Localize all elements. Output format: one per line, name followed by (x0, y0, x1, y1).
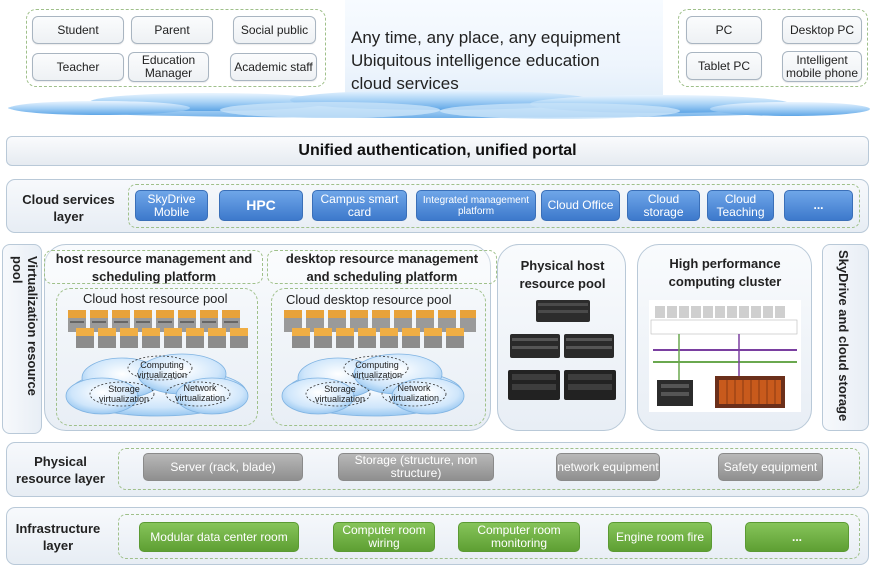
host-virtualization-cloud-icon (65, 353, 249, 417)
physical-network-equipment: network equipment (556, 453, 660, 481)
service-more: ... (784, 190, 853, 221)
service-cloud-teaching: Cloud Teaching (707, 190, 774, 221)
desktop-platform-box (267, 250, 497, 284)
slogan-banner (345, 0, 663, 108)
virtualization-label: Virtualization resource pool (10, 256, 40, 396)
physical-storage: Storage (structure, non structure) (338, 453, 494, 481)
host-server-stack-icon (68, 310, 248, 348)
hpc-cluster-title: High performance computing cluster (668, 256, 782, 289)
desktop-computing-virtualization: Computing virtualization (351, 360, 403, 380)
infra-room-monitoring: Computer room monitoring (458, 522, 580, 552)
service-campus-smart-card: Campus smart card (312, 190, 407, 221)
host-storage-virtualization: Storage virtualization (98, 384, 150, 404)
infra-engine-room-fire: Engine room fire (608, 522, 712, 552)
user-education-manager: Education Manager (128, 52, 209, 82)
infrastructure-label: Infrastructure layer (15, 521, 101, 553)
service-skydrive-mobile: SkyDrive Mobile (135, 190, 208, 221)
skydrive-label: SkyDrive and cloud storage (836, 250, 851, 422)
infrastructure-group (118, 514, 860, 559)
service-cloud-storage: Cloud storage (627, 190, 700, 221)
unified-portal-bar: Unified authentication, unified portal (6, 136, 869, 166)
physical-resource-label: Physical resource layer (16, 454, 105, 486)
cloud-band-icon (8, 90, 870, 119)
desktop-platform-title: desktop resource management and scheduli… (285, 251, 479, 284)
desktop-pool-box (271, 288, 486, 426)
device-mobile-phone: Intelligent mobile phone (782, 51, 862, 82)
device-desktop-pc: Desktop PC (782, 16, 862, 44)
hpc-topology-icon (649, 300, 801, 412)
skydrive-panel (822, 244, 869, 431)
cloud-services-label: Cloud services layer (22, 192, 115, 224)
host-computing-virtualization: Computing virtualization (136, 360, 188, 380)
service-hpc: HPC (219, 190, 303, 221)
physical-host-pool-title: Physical host resource pool (519, 258, 606, 291)
infra-room-wiring: Computer room wiring (333, 522, 435, 552)
physical-safety-equipment: Safety equipment (718, 453, 823, 481)
service-cloud-office: Cloud Office (541, 190, 620, 221)
device-pc: PC (686, 16, 762, 44)
slogan-line-1: Any time, any place, any equipment (351, 28, 621, 47)
host-pool-box (56, 288, 258, 426)
host-platform-box (44, 250, 263, 284)
user-student: Student (32, 16, 124, 44)
device-tablet-pc: Tablet PC (686, 52, 762, 80)
infra-modular-data-center: Modular data center room (139, 522, 299, 552)
slogan-line-2: Ubiquitous intelligence education (351, 51, 600, 70)
slogan-line-3: cloud services (351, 74, 459, 93)
desktop-server-stack-icon (284, 310, 476, 348)
slogan-text: Any time, any place, any equipment Ubiqu… (351, 26, 620, 95)
physical-server: Server (rack, blade) (143, 453, 303, 481)
user-academic-staff: Academic staff (230, 53, 317, 81)
cloud-services-group (128, 184, 860, 228)
user-social-public: Social public (233, 16, 316, 44)
desktop-virtualization-cloud-icon (281, 353, 465, 417)
desktop-storage-virtualization: Storage virtualization (314, 384, 366, 404)
desktop-network-virtualization: Network virtualization (388, 383, 440, 403)
service-integrated-management-platform: Integrated management platform (416, 190, 536, 221)
rack-server-icon (508, 300, 616, 400)
host-platform-title: host resource management and scheduling … (55, 251, 253, 284)
host-network-virtualization: Network virtualization (174, 383, 226, 403)
desktop-pool-title: Cloud desktop resource pool (286, 292, 452, 307)
physical-resource-group (118, 448, 860, 490)
virtualization-label-box (2, 244, 42, 434)
user-parent: Parent (131, 16, 213, 44)
infra-more: ... (745, 522, 849, 552)
user-teacher: Teacher (32, 53, 124, 81)
host-pool-title: Cloud host resource pool (83, 291, 228, 306)
